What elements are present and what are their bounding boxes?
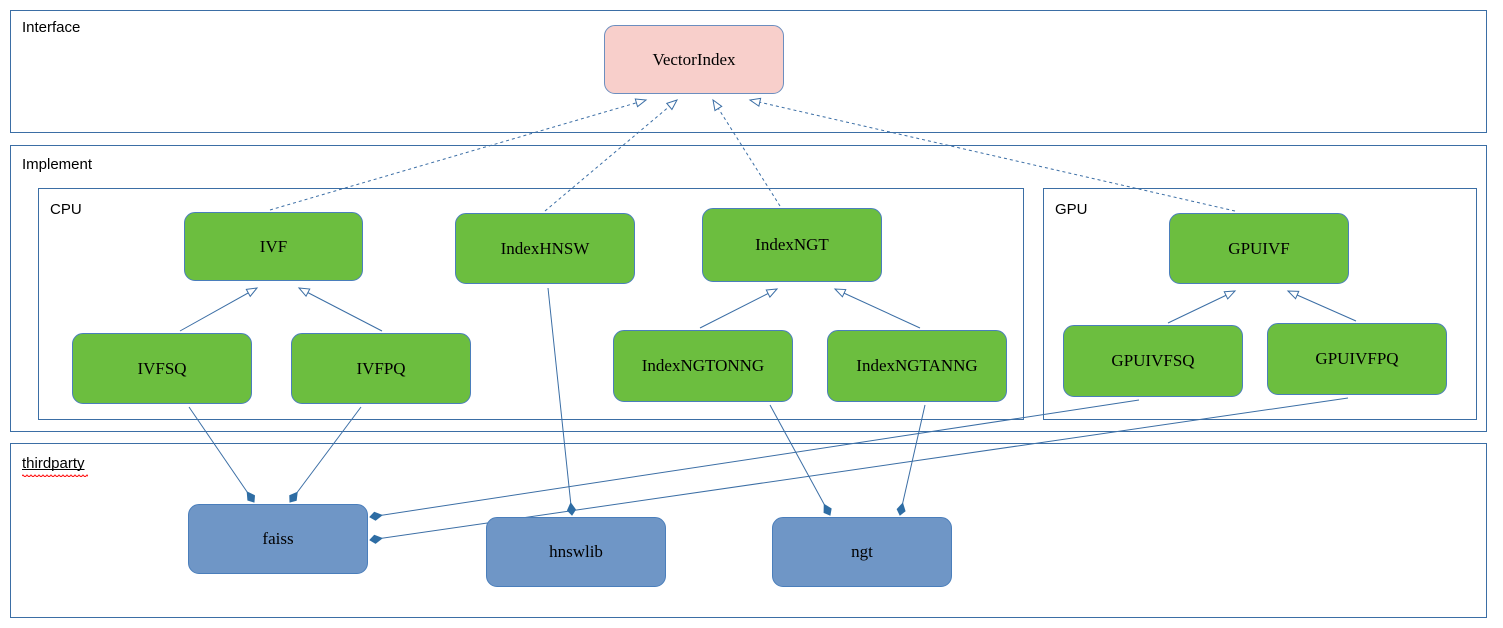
group-label-cpu: CPU [50,201,82,218]
node-ivfsq[interactable]: IVFSQ [72,333,252,404]
node-ivfpq[interactable]: IVFPQ [291,333,471,404]
node-hnswlib[interactable]: hnswlib [486,517,666,587]
node-indexngtonng[interactable]: IndexNGTONNG [613,330,793,402]
node-faiss[interactable]: faiss [188,504,368,574]
node-ngt[interactable]: ngt [772,517,952,587]
node-gpuivfpq[interactable]: GPUIVFPQ [1267,323,1447,395]
group-label-gpu: GPU [1055,201,1088,218]
node-indexhnsw[interactable]: IndexHNSW [455,213,635,284]
node-ivf[interactable]: IVF [184,212,363,281]
node-vectorindex[interactable]: VectorIndex [604,25,784,94]
node-gpuivfsq[interactable]: GPUIVFSQ [1063,325,1243,397]
node-indexngt[interactable]: IndexNGT [702,208,882,282]
group-label-implement: Implement [22,156,93,173]
group-label-thirdparty: thirdparty [22,455,85,472]
node-gpuivf[interactable]: GPUIVF [1169,213,1349,284]
group-label-interface: Interface [22,19,81,36]
node-indexngtanng[interactable]: IndexNGTANNG [827,330,1007,402]
